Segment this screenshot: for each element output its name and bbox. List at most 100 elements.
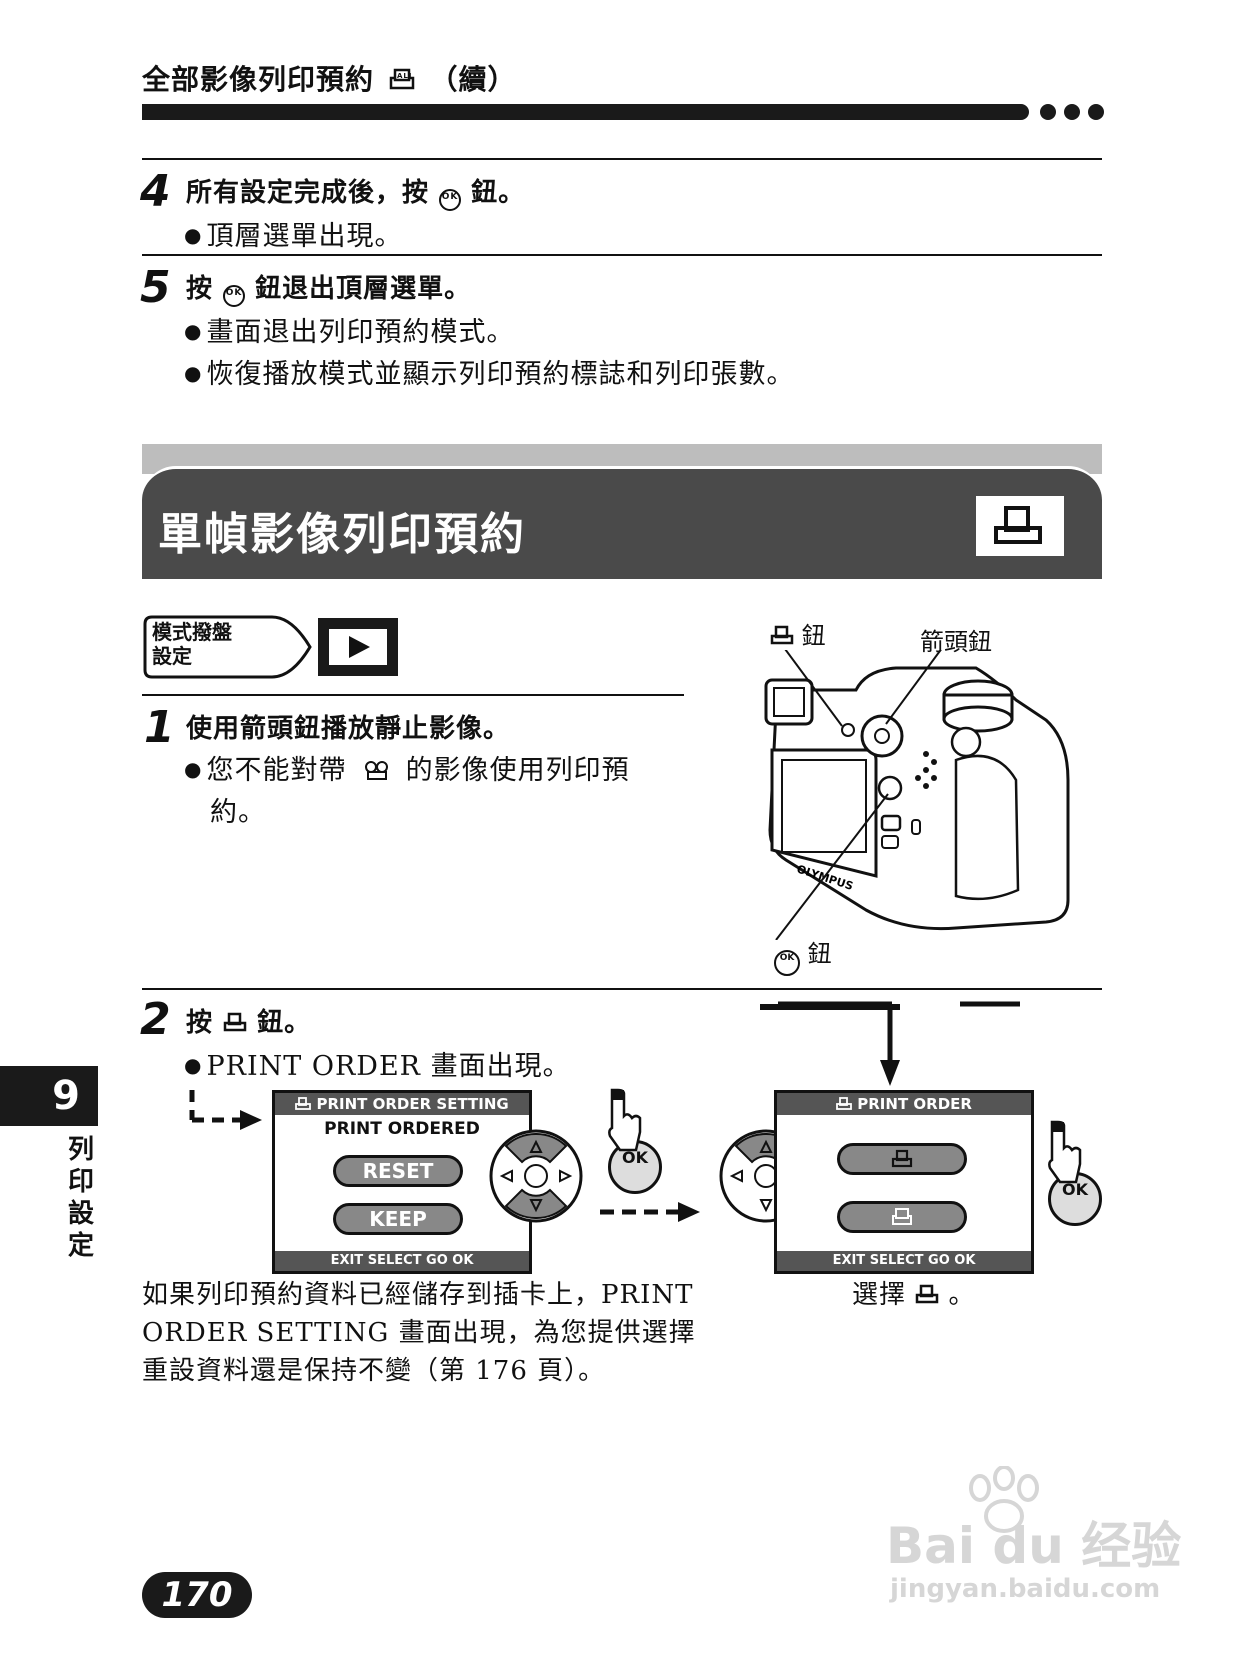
caption-line: 重設資料還是保持不變（第 176 頁）。 — [142, 1356, 606, 1386]
chapter-char: 列 — [67, 1135, 94, 1165]
screen-title-text: PRINT ORDER — [857, 1095, 972, 1113]
step-title-text: 鈕。 — [257, 1008, 312, 1038]
ok-button-icon: OK — [439, 189, 462, 211]
chapter-char: 定 — [67, 1231, 94, 1261]
finger-icon — [608, 1088, 642, 1152]
chapter-char: 印 — [67, 1167, 94, 1197]
divider — [142, 254, 1102, 256]
bullet-text: 畫面退出列印預約模式。 — [206, 317, 515, 348]
step-number: 5 — [140, 262, 171, 313]
chapter-label: 列 印 設 定 — [66, 1134, 96, 1262]
print-button-label: 鈕 — [770, 616, 826, 651]
bullet-text: 的影像使用列印預 — [405, 755, 630, 786]
print-icon — [891, 1149, 913, 1168]
ok-label: OK — [622, 1148, 648, 1167]
step-title-text: 鈕。 — [471, 178, 526, 208]
caption-line: 如果列印預約資料已經儲存到插卡上，PRINT — [142, 1280, 694, 1310]
step-number: 1 — [144, 702, 175, 753]
mode-dial-tag — [143, 615, 398, 679]
finger-icon — [1048, 1120, 1082, 1184]
screen-footer: EXIT SELECT GO OK — [777, 1251, 1031, 1271]
reset-option[interactable]: RESET — [333, 1155, 463, 1187]
ok-button-icon: OK — [223, 285, 246, 307]
step-number: 2 — [140, 994, 171, 1045]
step-title: 使用箭頭鈕播放靜止影像。 — [186, 714, 511, 744]
header-title-suffix: （續） — [429, 63, 517, 96]
page-header-title: 全部影像列印預約 ALL （續） — [142, 58, 517, 98]
paw-logo-icon — [969, 1466, 1039, 1533]
keep-option[interactable]: KEEP — [333, 1203, 463, 1235]
bullet-text: 頂層選單出現。 — [206, 221, 403, 252]
print-icon — [994, 506, 1042, 544]
header-bar — [142, 104, 1029, 120]
caption-right: 選擇 。 — [852, 1276, 976, 1314]
step-title: 按 OK 鈕退出頂層選單。 — [186, 268, 471, 307]
mode-dial-line: 模式撥盤 — [152, 620, 232, 644]
playback-mode-icon — [321, 618, 401, 676]
print-icon — [916, 1284, 939, 1304]
section-title: 單幀影像列印預約 — [158, 509, 526, 560]
print-all-icon: ALL — [389, 68, 415, 90]
print-icon — [223, 1012, 247, 1032]
bullet-item: ●畫面退出列印預約模式。 — [184, 317, 515, 348]
caption-line: ORDER SETTING 畫面出現，為您提供選擇 — [142, 1318, 696, 1348]
bullet-continuation: 約。 — [210, 797, 266, 828]
mode-dial-label: 模式撥盤 設定 — [152, 620, 232, 668]
caption-text: 。 — [948, 1280, 976, 1310]
divider — [142, 158, 1102, 160]
flow-line — [760, 1004, 900, 1010]
divider — [142, 988, 1102, 990]
print-icon — [836, 1097, 852, 1110]
caption-left: 如果列印預約資料已經儲存到插卡上，PRINT ORDER SETTING 畫面出… — [142, 1276, 702, 1390]
screen-title-text: PRINT ORDER SETTING — [316, 1095, 509, 1113]
arrow-button-label: 箭頭鈕 — [920, 628, 992, 656]
mode-dial-line: 設定 — [152, 644, 192, 668]
header-dot — [1040, 104, 1056, 120]
ok-label: OK — [1062, 1180, 1088, 1199]
bullet-text: 恢復播放模式並顯示列印預約標誌和列印張數。 — [206, 359, 795, 390]
screen-footer: EXIT SELECT GO OK — [275, 1251, 529, 1271]
screen-title: PRINT ORDER SETTING — [275, 1093, 529, 1115]
header-title-text: 全部影像列印預約 — [142, 63, 375, 96]
watermark-brand: Bai du 经验 — [886, 1517, 1182, 1575]
print-icon — [295, 1097, 312, 1110]
header-dot — [1088, 104, 1104, 120]
bullet-item: ●恢復播放模式並顯示列印預約標誌和列印張數。 — [184, 359, 795, 390]
step-title-text: 按 — [186, 274, 214, 304]
single-print-option[interactable] — [837, 1143, 967, 1175]
all-print-option[interactable] — [837, 1201, 967, 1233]
screen-subtitle: PRINT ORDERED — [324, 1119, 480, 1139]
bullet-text: PRINT ORDER 畫面出現。 — [206, 1051, 571, 1082]
label-text: 鈕 — [807, 940, 832, 968]
step-number: 4 — [140, 166, 171, 217]
svg-text:ALL: ALL — [397, 72, 414, 80]
arrow-pad[interactable] — [488, 1128, 584, 1224]
label-text: 鈕 — [801, 622, 826, 650]
movie-icon — [365, 761, 389, 780]
ok-button-icon: OK — [774, 950, 800, 976]
step-title: 按 鈕。 — [186, 1002, 311, 1039]
section-header — [142, 466, 1102, 579]
print-all-icon — [892, 1208, 912, 1225]
chapter-tab: 9 — [0, 1066, 98, 1126]
divider — [142, 694, 684, 696]
step-title-text: 所有設定完成後，按 — [186, 178, 430, 208]
bullet-text: 您不能對帶 — [206, 755, 347, 786]
header-dot — [1064, 104, 1080, 120]
camera-illustration: OLYMPUS — [764, 650, 1070, 940]
watermark-url: jingyan.baidu.com — [890, 1574, 1161, 1604]
print-icon — [770, 625, 794, 645]
ok-button-label: OK 鈕 — [774, 934, 832, 976]
chapter-char: 設 — [67, 1199, 94, 1229]
print-order-setting-screen: PRINT ORDER SETTING PRINT ORDERED RESET … — [272, 1090, 532, 1274]
print-order-screen: PRINT ORDER EXIT SELECT GO OK — [774, 1090, 1034, 1274]
bullet-item: ●頂層選單出現。 — [184, 221, 403, 252]
step-title-text: 鈕退出頂層選單。 — [255, 274, 472, 304]
page-number: 170 — [142, 1572, 252, 1618]
bullet-item: ●PRINT ORDER 畫面出現。 — [184, 1051, 571, 1082]
ok-button[interactable]: OK — [1048, 1172, 1102, 1226]
bullet-item: ●您不能對帶 的影像使用列印預 — [184, 755, 630, 786]
screen-title: PRINT ORDER — [777, 1093, 1031, 1115]
step-title-text: 按 — [186, 1008, 214, 1038]
step-title: 所有設定完成後，按 OK 鈕。 — [186, 172, 525, 211]
